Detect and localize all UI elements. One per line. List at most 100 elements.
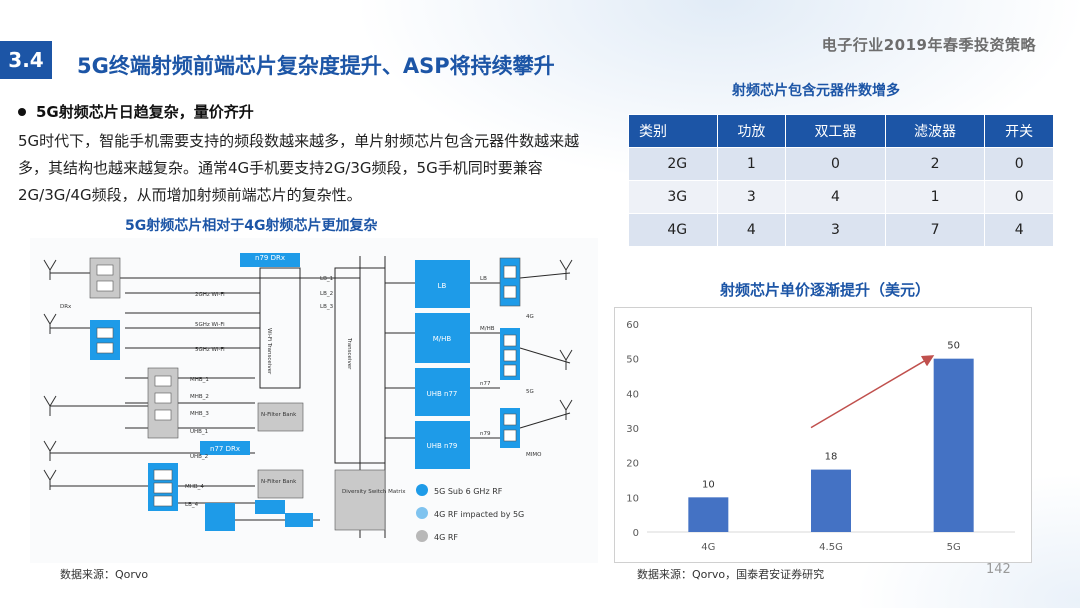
- right-n77-label: n77: [480, 381, 491, 387]
- rf-block-diagram: LB M/HB UHB n77 UHB n79 n79 DRx n77 DRx …: [30, 238, 598, 563]
- table-header-cell: 功放: [716, 114, 787, 148]
- lb3-label: LB_3: [320, 304, 334, 310]
- block-uhb-n79-label: UHB n79: [427, 442, 458, 450]
- table-cell: 2G: [628, 147, 718, 181]
- tag-mimo-label: MIMO: [526, 452, 542, 458]
- mhb4-label: MHB_4: [185, 484, 204, 490]
- bar: [933, 358, 974, 532]
- x-tick-label: 4G: [701, 542, 715, 553]
- y-tick-label: 0: [633, 528, 639, 539]
- table-cell: 3: [785, 213, 886, 247]
- legend-4g5g-swatch: [416, 507, 428, 519]
- block-uhb-n77-label: UHB n77: [427, 390, 458, 398]
- table-header-cell: 开关: [984, 114, 1054, 148]
- mhb2-label: MHB_2: [190, 394, 209, 400]
- bar: [811, 469, 851, 532]
- wifi-5g-label-1: 5GHz Wi-Fi: [195, 322, 225, 328]
- table-header-cell: 双工器: [785, 114, 886, 148]
- tag-5g-label: 5G: [526, 389, 534, 395]
- block-lb-label: LB: [438, 282, 447, 290]
- section-title: 5G终端射频前端芯片复杂度提升、ASP将持续攀升: [77, 54, 555, 78]
- table-cell: 4G: [628, 213, 718, 247]
- table-cell: 4: [984, 213, 1054, 247]
- wifi-transceiver-box: [259, 267, 301, 389]
- n77-drx-label: n77 DRx: [210, 445, 240, 453]
- table-row: 4G 4 3 7 4: [628, 213, 1054, 247]
- bar: [688, 497, 729, 532]
- right-source-note: 数据来源：Qorvo，国泰君安证券研究: [637, 568, 825, 581]
- lb4-label: LB_4: [185, 502, 199, 508]
- n79-drx-label: n79 DRx: [255, 254, 285, 262]
- table-cell: 3: [716, 180, 787, 214]
- chart-title: 射频芯片单价逐渐提升（美元）: [720, 281, 931, 299]
- filter-bank-1-label: N-Filter Bank: [261, 412, 297, 418]
- block-mhb-label: M/HB: [433, 335, 452, 343]
- table-header-cell: 滤波器: [884, 114, 986, 148]
- table-header-cell: 类别: [628, 114, 718, 148]
- price-chart: 0 10 20 30 40 50 60 10 4G 18 4.5G 50 5G: [614, 307, 1032, 563]
- legend-5g-label: 5G Sub 6 GHz RF: [434, 487, 503, 496]
- page-number: 142: [986, 562, 1011, 577]
- table-cell: 0: [785, 147, 886, 181]
- diagram-legend: 5G Sub 6 GHz RF 4G RF impacted by 5G 4G …: [416, 484, 524, 542]
- table-cell: 4: [716, 213, 787, 247]
- right-lb-label: LB: [480, 276, 487, 282]
- table-cell: 0: [984, 147, 1054, 181]
- section-number-badge: 3.4: [0, 41, 52, 79]
- table-row: 2G 1 0 2 0: [628, 147, 1054, 181]
- body-paragraph: 5G时代下，智能手机需要支持的频段数越来越多，单片射频芯片包含元器件数越来越多，…: [18, 132, 580, 204]
- diversity-switch-label: Diversity Switch Matrix: [342, 489, 406, 495]
- component-count-table: 类别 功放 双工器 滤波器 开关 2G 1 0 2 0 3G 3 4 1 0 4…: [628, 114, 1054, 247]
- left-source-note: 数据来源：Qorvo: [60, 568, 149, 581]
- y-tick-label: 10: [626, 493, 639, 504]
- lb2-label: LB_2: [320, 291, 333, 297]
- filter-bank-2-label: N-Filter Bank: [261, 479, 297, 485]
- bar-value-label: 50: [947, 341, 960, 352]
- legend-5g-swatch: [416, 484, 428, 496]
- transceiver-box: [334, 267, 386, 464]
- price-chart-svg: 0 10 20 30 40 50 60 10 4G 18 4.5G 50 5G: [626, 320, 1015, 553]
- bullet-dot-icon: [18, 107, 26, 116]
- table-cell: 1: [884, 180, 986, 214]
- y-tick-label: 50: [626, 355, 639, 366]
- uhb2-label: UHB_2: [190, 454, 208, 460]
- report-brand: 电子行业2019年春季投资策略: [821, 36, 1036, 54]
- y-tick-label: 30: [626, 424, 639, 435]
- y-tick-label: 20: [626, 459, 639, 470]
- rf-block-diagram-svg: LB M/HB UHB n77 UHB n79 n79 DRx n77 DRx …: [43, 253, 573, 542]
- legend-4g-swatch: [416, 530, 428, 542]
- trend-arrow: [810, 355, 935, 429]
- table-cell: 2: [884, 147, 986, 181]
- table-cell: 0: [984, 180, 1054, 214]
- x-tick-label: 5G: [947, 542, 961, 553]
- mhb3-label: MHB_3: [190, 411, 209, 417]
- tag-drx-label: DRx: [60, 304, 72, 310]
- table-row: 3G 3 4 1 0: [628, 180, 1054, 214]
- tag-4g-label: 4G: [526, 314, 534, 320]
- y-tick-label: 60: [626, 320, 639, 331]
- y-tick-label: 40: [626, 389, 639, 400]
- bullet-heading-text: 5G射频芯片日趋复杂，量价齐升: [36, 103, 254, 121]
- mhb1-label: MHB_1: [190, 377, 209, 383]
- legend-4g-label: 4G RF: [434, 533, 458, 542]
- right-mhb-label: M/HB: [480, 326, 495, 332]
- bar-value-label: 10: [702, 479, 715, 490]
- x-tick-label: 4.5G: [819, 542, 843, 553]
- table-cell: 4: [785, 180, 886, 214]
- right-n79-label: n79: [480, 431, 491, 437]
- table-cell: 7: [884, 213, 986, 247]
- bullet-heading: 5G射频芯片日趋复杂，量价齐升: [18, 101, 254, 122]
- lb1-label: LB_1: [320, 276, 333, 282]
- table-cell: 1: [716, 147, 787, 181]
- wifi-transceiver-label: Wi-Fi Transceiver: [266, 328, 272, 375]
- bar-value-label: 18: [825, 452, 838, 463]
- table-title: 射频芯片包含元器件数增多: [732, 83, 900, 99]
- transceiver-label: Transceiver: [346, 337, 352, 370]
- antenna-icons: [43, 259, 573, 490]
- table-header-row: 类别 功放 双工器 滤波器 开关: [628, 114, 1054, 148]
- diagram-title: 5G射频芯片相对于4G射频芯片更加复杂: [125, 218, 378, 234]
- wifi-2g-label: 2GHz Wi-Fi: [195, 292, 225, 298]
- table-cell: 3G: [628, 180, 718, 214]
- uhb1-label: UHB_1: [190, 429, 208, 435]
- legend-4g5g-label: 4G RF impacted by 5G: [434, 510, 524, 519]
